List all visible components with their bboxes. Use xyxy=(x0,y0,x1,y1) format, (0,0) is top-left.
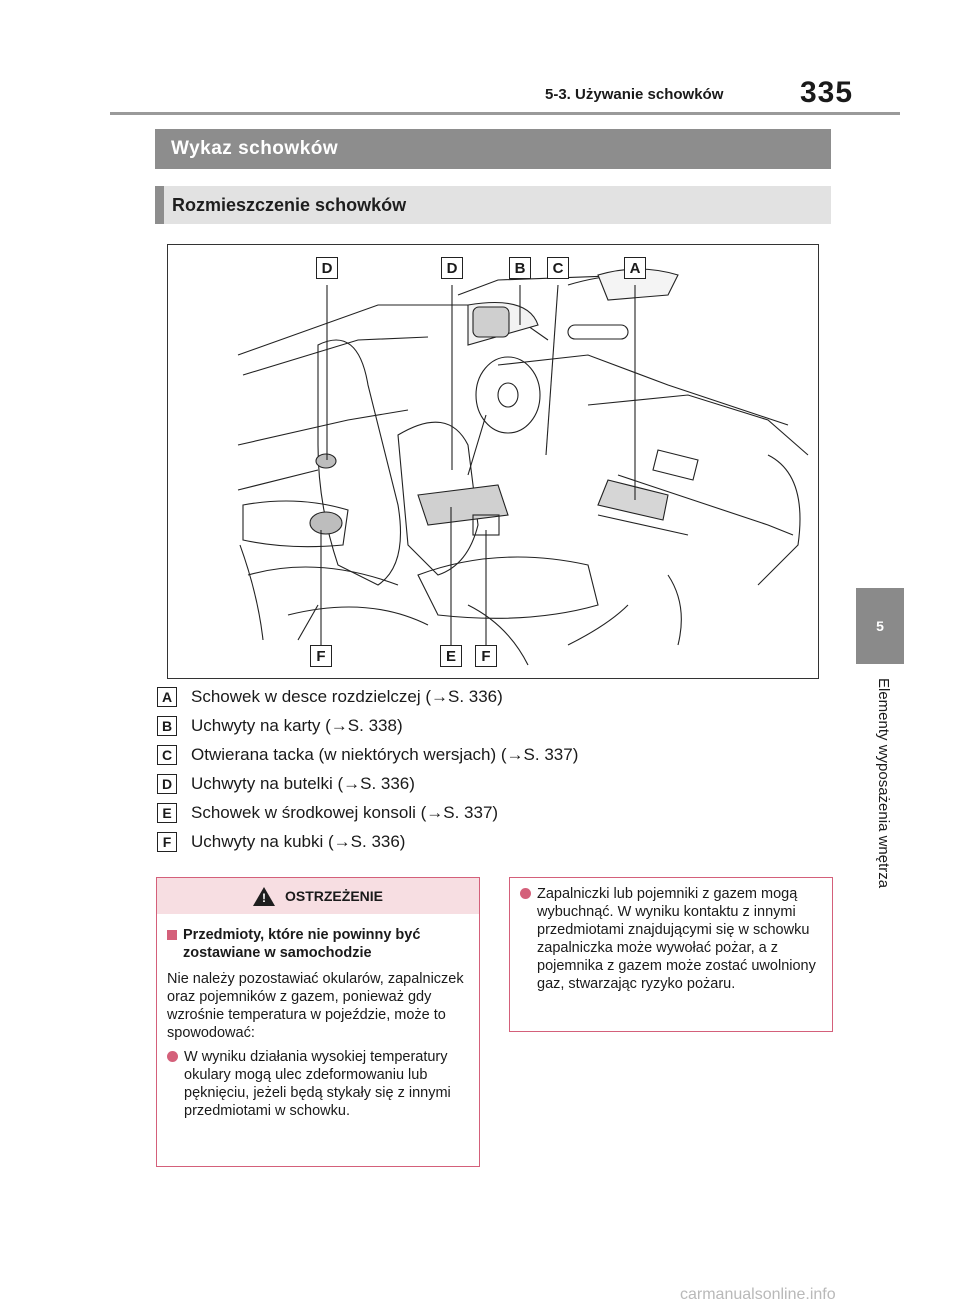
legend-text: Uchwyty na kubki (→S. 336) xyxy=(191,832,406,851)
warning-intro: Nie należy pozostawiać okularów, zapalni… xyxy=(167,971,464,1041)
callout-bottom-3: F xyxy=(475,645,497,667)
warning-triangle-icon: ! xyxy=(252,886,275,906)
legend-text: Schowek w desce rozdzielczej (→S. 336) xyxy=(191,687,503,706)
chapter-title: Elementy wyposażenia wnętrza xyxy=(875,678,892,889)
legend-item: C Otwierana tacka (w niektórych wersjach… xyxy=(157,744,757,766)
legend-item: E Schowek w środkowej konsoli (→S. 337) xyxy=(157,802,757,824)
callout-bottom-2: E xyxy=(440,645,462,667)
section-heading: Wykaz schowków xyxy=(155,129,831,169)
warning-subheading: Przedmioty, które nie powinny być zostaw… xyxy=(167,926,469,962)
legend-text: Otwierana tacka (w niektórych wersjach) … xyxy=(191,745,579,764)
legend-text: Uchwyty na karty (→S. 338) xyxy=(191,716,403,735)
header-rule xyxy=(110,112,900,115)
callout-top-3: B xyxy=(509,257,531,279)
legend-key: C xyxy=(157,745,177,765)
car-interior-drawing xyxy=(237,268,809,666)
subsection-heading: Rozmieszczenie schowków xyxy=(155,186,831,224)
legend-key: B xyxy=(157,716,177,736)
callout-top-5: A xyxy=(624,257,646,279)
square-bullet-icon xyxy=(167,930,177,940)
callout-top-2: D xyxy=(441,257,463,279)
legend-item: D Uchwyty na butelki (→S. 336) xyxy=(157,773,757,795)
round-bullet-icon xyxy=(167,1051,178,1062)
round-bullet-icon xyxy=(520,888,531,899)
legend-text: Uchwyty na butelki (→S. 336) xyxy=(191,774,415,793)
warning-label: OSTRZEŻENIE xyxy=(284,888,383,904)
legend-key: A xyxy=(157,687,177,707)
warning-bullet: W wyniku działania wysokiej temperatury … xyxy=(167,1048,469,1120)
legend-item: B Uchwyty na karty (→S. 338) xyxy=(157,715,757,737)
chapter-tab: 5 xyxy=(856,588,904,664)
warning-subheading-text: Przedmioty, które nie powinny być zostaw… xyxy=(183,927,421,961)
legend-text: Schowek w środkowej konsoli (→S. 337) xyxy=(191,803,499,822)
legend-key: F xyxy=(157,832,177,852)
watermark: carmanualsonline.info xyxy=(680,1286,836,1303)
legend-key: D xyxy=(157,774,177,794)
callout-bottom-1: F xyxy=(310,645,332,667)
warning-bullet-text: Zapalniczki lub pojemniki z gazem mogą w… xyxy=(537,886,816,992)
warning-body: Przedmioty, które nie powinny być zostaw… xyxy=(157,914,479,1120)
callout-top-1: D xyxy=(316,257,338,279)
warning-header: ! OSTRZEŻENIE xyxy=(157,878,479,914)
warning-box: ! OSTRZEŻENIE Przedmioty, które nie powi… xyxy=(156,877,480,1167)
running-header-section: 5-3. Używanie schowków xyxy=(545,86,724,103)
warning-bullet-text: W wyniku działania wysokiej temperatury … xyxy=(184,1049,451,1119)
interior-illustration: D D B C A F E F xyxy=(167,244,819,679)
legend-key: E xyxy=(157,803,177,823)
callout-top-4: C xyxy=(547,257,569,279)
legend-item: A Schowek w desce rozdzielczej (→S. 336) xyxy=(157,686,757,708)
legend-item: F Uchwyty na kubki (→S. 336) xyxy=(157,831,757,853)
page-number: 335 xyxy=(800,76,854,109)
warning-box-continued: Zapalniczki lub pojemniki z gazem mogą w… xyxy=(509,877,833,1032)
